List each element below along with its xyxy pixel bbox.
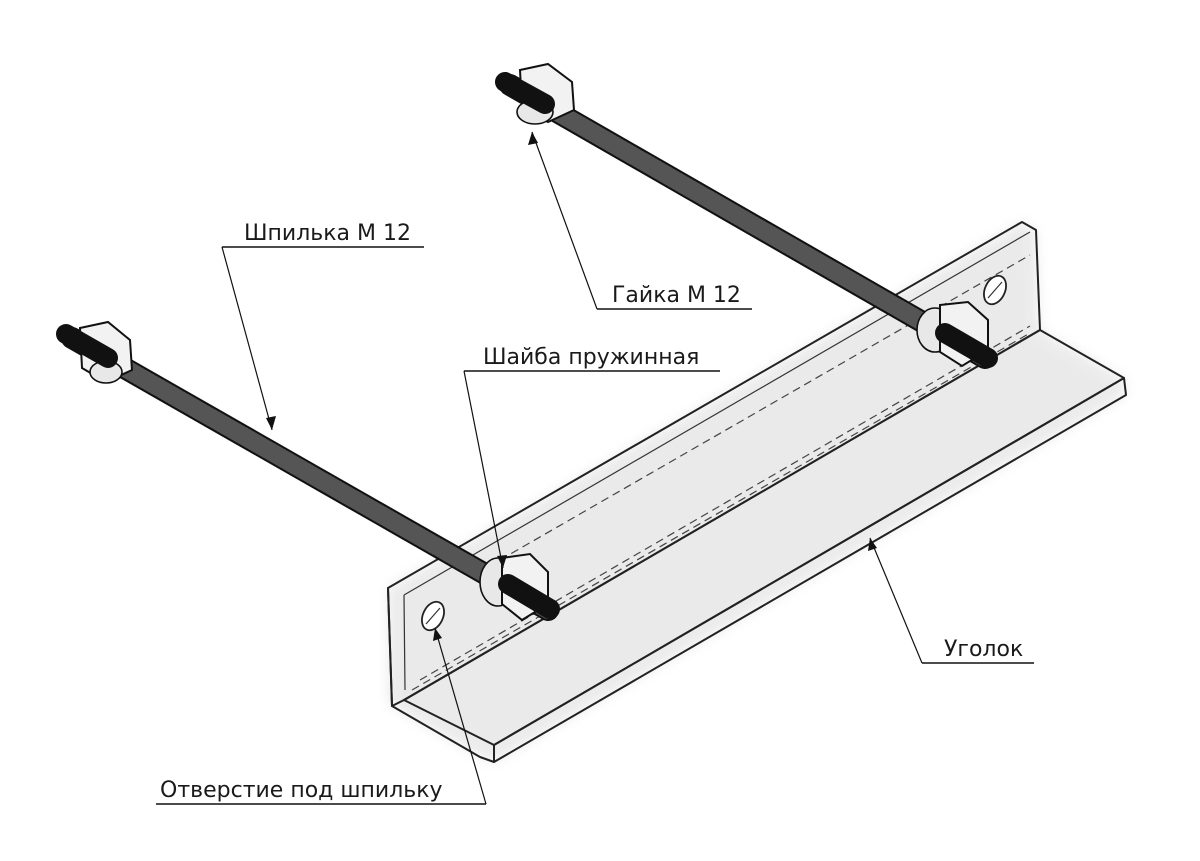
nut-rear-outer: [495, 62, 576, 125]
label-spring-washer: Шайба пружинная: [483, 345, 699, 370]
nut-front-outer: [56, 320, 134, 384]
label-stud-hole: Отверстие под шпильку: [160, 778, 443, 803]
stud-front: [61, 327, 559, 621]
callout-spring-washer: Шайба пружинная: [463, 345, 720, 569]
stud-rear: [499, 74, 996, 369]
label-stud: Шпилька М 12: [244, 221, 411, 246]
callout-nut: Гайка М 12: [528, 131, 752, 310]
nut-rear-inner: [916, 300, 998, 368]
label-angle: Уголок: [944, 637, 1023, 662]
callout-stud: Шпилька М 12: [221, 221, 424, 431]
callout-stud-hole: Отверстие под шпильку: [156, 627, 487, 805]
angle-profile: [387, 221, 1127, 763]
label-nut: Гайка М 12: [612, 283, 741, 308]
callout-angle: Уголок: [868, 537, 1034, 664]
